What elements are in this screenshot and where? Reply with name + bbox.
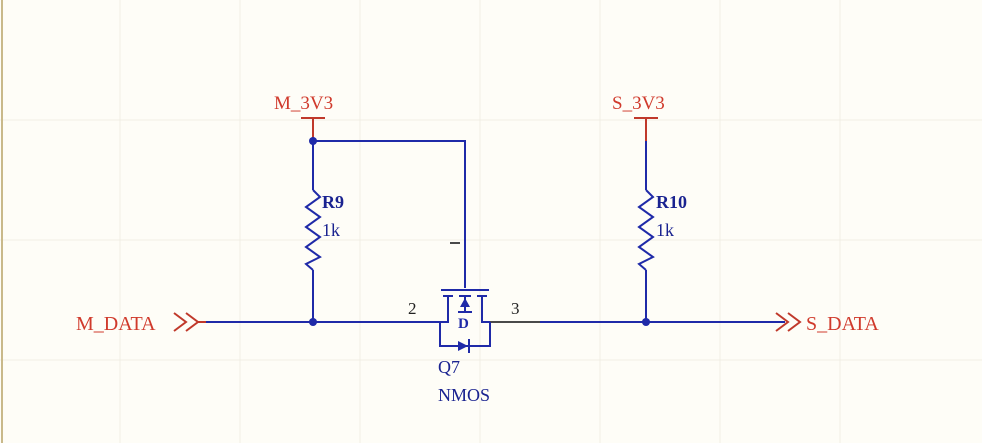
net-label-m3v3: M_3V3	[274, 93, 333, 114]
r9-value: 1k	[322, 220, 340, 240]
q7-pin-drain: 3	[511, 299, 520, 318]
q7-value: NMOS	[438, 385, 490, 405]
port-s-data[interactable]: S_DATA	[775, 312, 879, 335]
resistor-r9[interactable]: R9 1k	[304, 189, 344, 271]
net-label-s3v3: S_3V3	[612, 93, 665, 114]
port-m-data[interactable]: M_DATA	[76, 312, 206, 335]
q7-pin-source: 2	[408, 299, 417, 318]
wires	[206, 140, 785, 323]
power-port-s3v3[interactable]: S_3V3	[612, 93, 665, 141]
junction-dot	[309, 137, 317, 145]
power-port-m3v3[interactable]: M_3V3	[274, 93, 333, 141]
q7-designator: Q7	[438, 357, 460, 377]
r9-designator: R9	[322, 192, 344, 212]
body-arrow-icon	[460, 298, 470, 307]
r10-designator: R10	[656, 192, 687, 212]
resistor-r10[interactable]: R10 1k	[637, 189, 687, 271]
q7-pin-letter: D	[458, 316, 469, 332]
junction-dot	[309, 318, 317, 326]
r10-value: 1k	[656, 220, 674, 240]
net-label-m-data: M_DATA	[76, 313, 156, 335]
net-label-s-data: S_DATA	[806, 313, 879, 335]
transistor-q7[interactable]: D 2 3 Q7 NMOS	[408, 242, 520, 405]
junction-dot	[642, 318, 650, 326]
body-diode-icon	[458, 341, 468, 351]
